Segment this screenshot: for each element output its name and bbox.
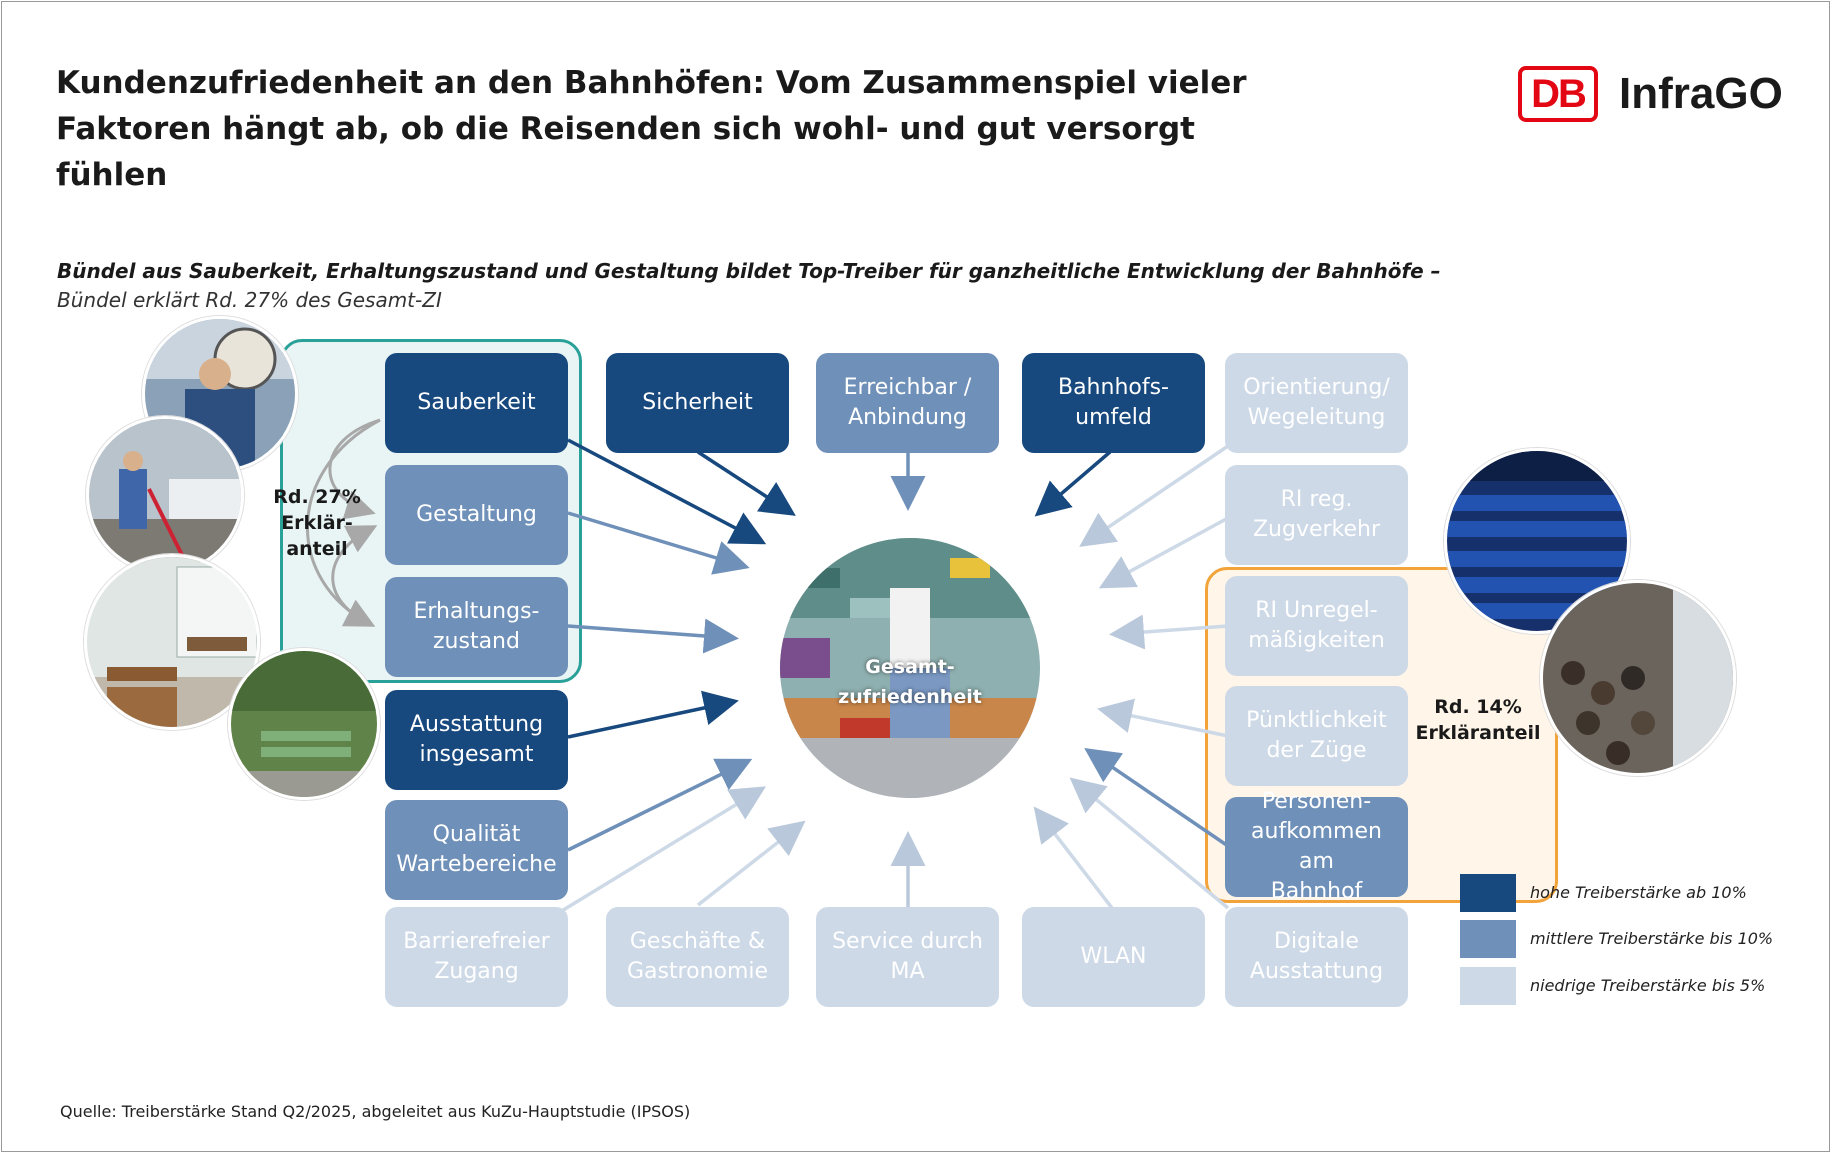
arrow-puenktlich (1097, 698, 1229, 738)
driver-bahnhofsumfeld: Bahnhofs- umfeld (1022, 353, 1205, 453)
arrow-umfeld (1034, 450, 1112, 517)
driver-service-durch-ma: Service durch MA (816, 907, 999, 1007)
arrow-personen (1084, 748, 1229, 848)
center-label-gesamtzufriedenheit: Gesamt- zufriedenheit (838, 656, 982, 708)
driver-puenktlichkeit: Pünktlichkeit der Züge (1225, 686, 1408, 786)
driver-ri-unregelmaessigkeiten: RI Unregel- mäßigkeiten (1225, 576, 1408, 676)
driver-personenaufkommen: Personen- aufkommen am Bahnhof (1225, 789, 1408, 904)
infrago-wordmark: InfraGO (1619, 69, 1783, 118)
legend-swatch-low (1460, 967, 1516, 1005)
subtitle-note: Bündel erklärt Rd. 27% des Gesamt-ZI (57, 288, 442, 312)
center-satisfaction-photo (780, 538, 1040, 798)
db-logo-mark: DB (1518, 66, 1598, 122)
arrow-digitale (1069, 777, 1230, 910)
page-title: Kundenzufriedenheit an den Bahnhöfen: Vo… (56, 65, 1247, 193)
arrow-ausstattung (567, 690, 739, 739)
bundle-curve-3 (331, 525, 378, 626)
platform-cleaner-photo (86, 416, 244, 574)
arrow-geschaefte (696, 820, 806, 907)
driver-sauberkeit: Sauberkeit (385, 353, 568, 453)
bundle-left-label: Rd. 27% Erklär-anteil (273, 486, 361, 560)
driver-ausstattung: Ausstattung insgesamt (385, 690, 568, 790)
legend-label-low: niedrige Treiberstärke bis 5% (1530, 976, 1766, 995)
driver-erhaltungszustand: Erhaltungs- zustand (385, 577, 568, 677)
arrow-rireg (1098, 516, 1229, 589)
driver-qualitaet-wartebereiche: Qualität Wartebereiche (385, 800, 568, 900)
source-note: Quelle: Treiberstärke Stand Q2/2025, abg… (60, 1102, 691, 1121)
driver-gestaltung: Gestaltung (385, 465, 568, 565)
arrow-orientierung (1079, 444, 1229, 547)
driver-sicherheit: Sicherheit (606, 353, 789, 453)
arrow-wlan (1033, 806, 1114, 910)
arrow-gestaltung (567, 511, 750, 575)
arrow-qualitaet (567, 758, 753, 852)
bundle-curve-1 (328, 418, 381, 520)
driver-geschaefte-gastronomie: Geschäfte & Gastronomie (606, 907, 789, 1007)
legend-label-mid: mittlere Treiberstärke bis 10% (1530, 929, 1774, 948)
driver-digitale-ausstattung: Digitale Ausstattung (1225, 907, 1408, 1007)
legend-swatch-high (1460, 874, 1516, 912)
arrow-erhaltung (567, 618, 739, 654)
driver-barrierefreier-zugang: Barrierefreier Zugang (385, 907, 568, 1007)
driver-erreichbar-anbindung: Erreichbar / Anbindung (816, 353, 999, 453)
legend-label-high: hohe Treiberstärke ab 10% (1530, 883, 1747, 902)
driver-wlan: WLAN (1022, 907, 1205, 1007)
arrow-riunreg (1109, 614, 1229, 650)
crowd-on-platform-photo (1540, 580, 1736, 776)
legend-swatch-mid (1460, 920, 1516, 958)
subtitle-bold: Bündel aus Sauberkeit, Erhaltungszustand… (57, 259, 1441, 283)
driver-ri-reg-zugverkehr: RI reg. Zugverkehr (1225, 465, 1408, 565)
driver-orientierung: Orientierung/ Wegeleitung (1225, 353, 1408, 453)
arrow-barriere (559, 786, 766, 914)
waiting-room-bench-photo (84, 554, 260, 730)
bundle-right-label: Rd. 14% Erkläranteil (1415, 696, 1541, 744)
arrow-sauberkeit (567, 438, 767, 545)
arrow-sicherheit (697, 450, 796, 516)
